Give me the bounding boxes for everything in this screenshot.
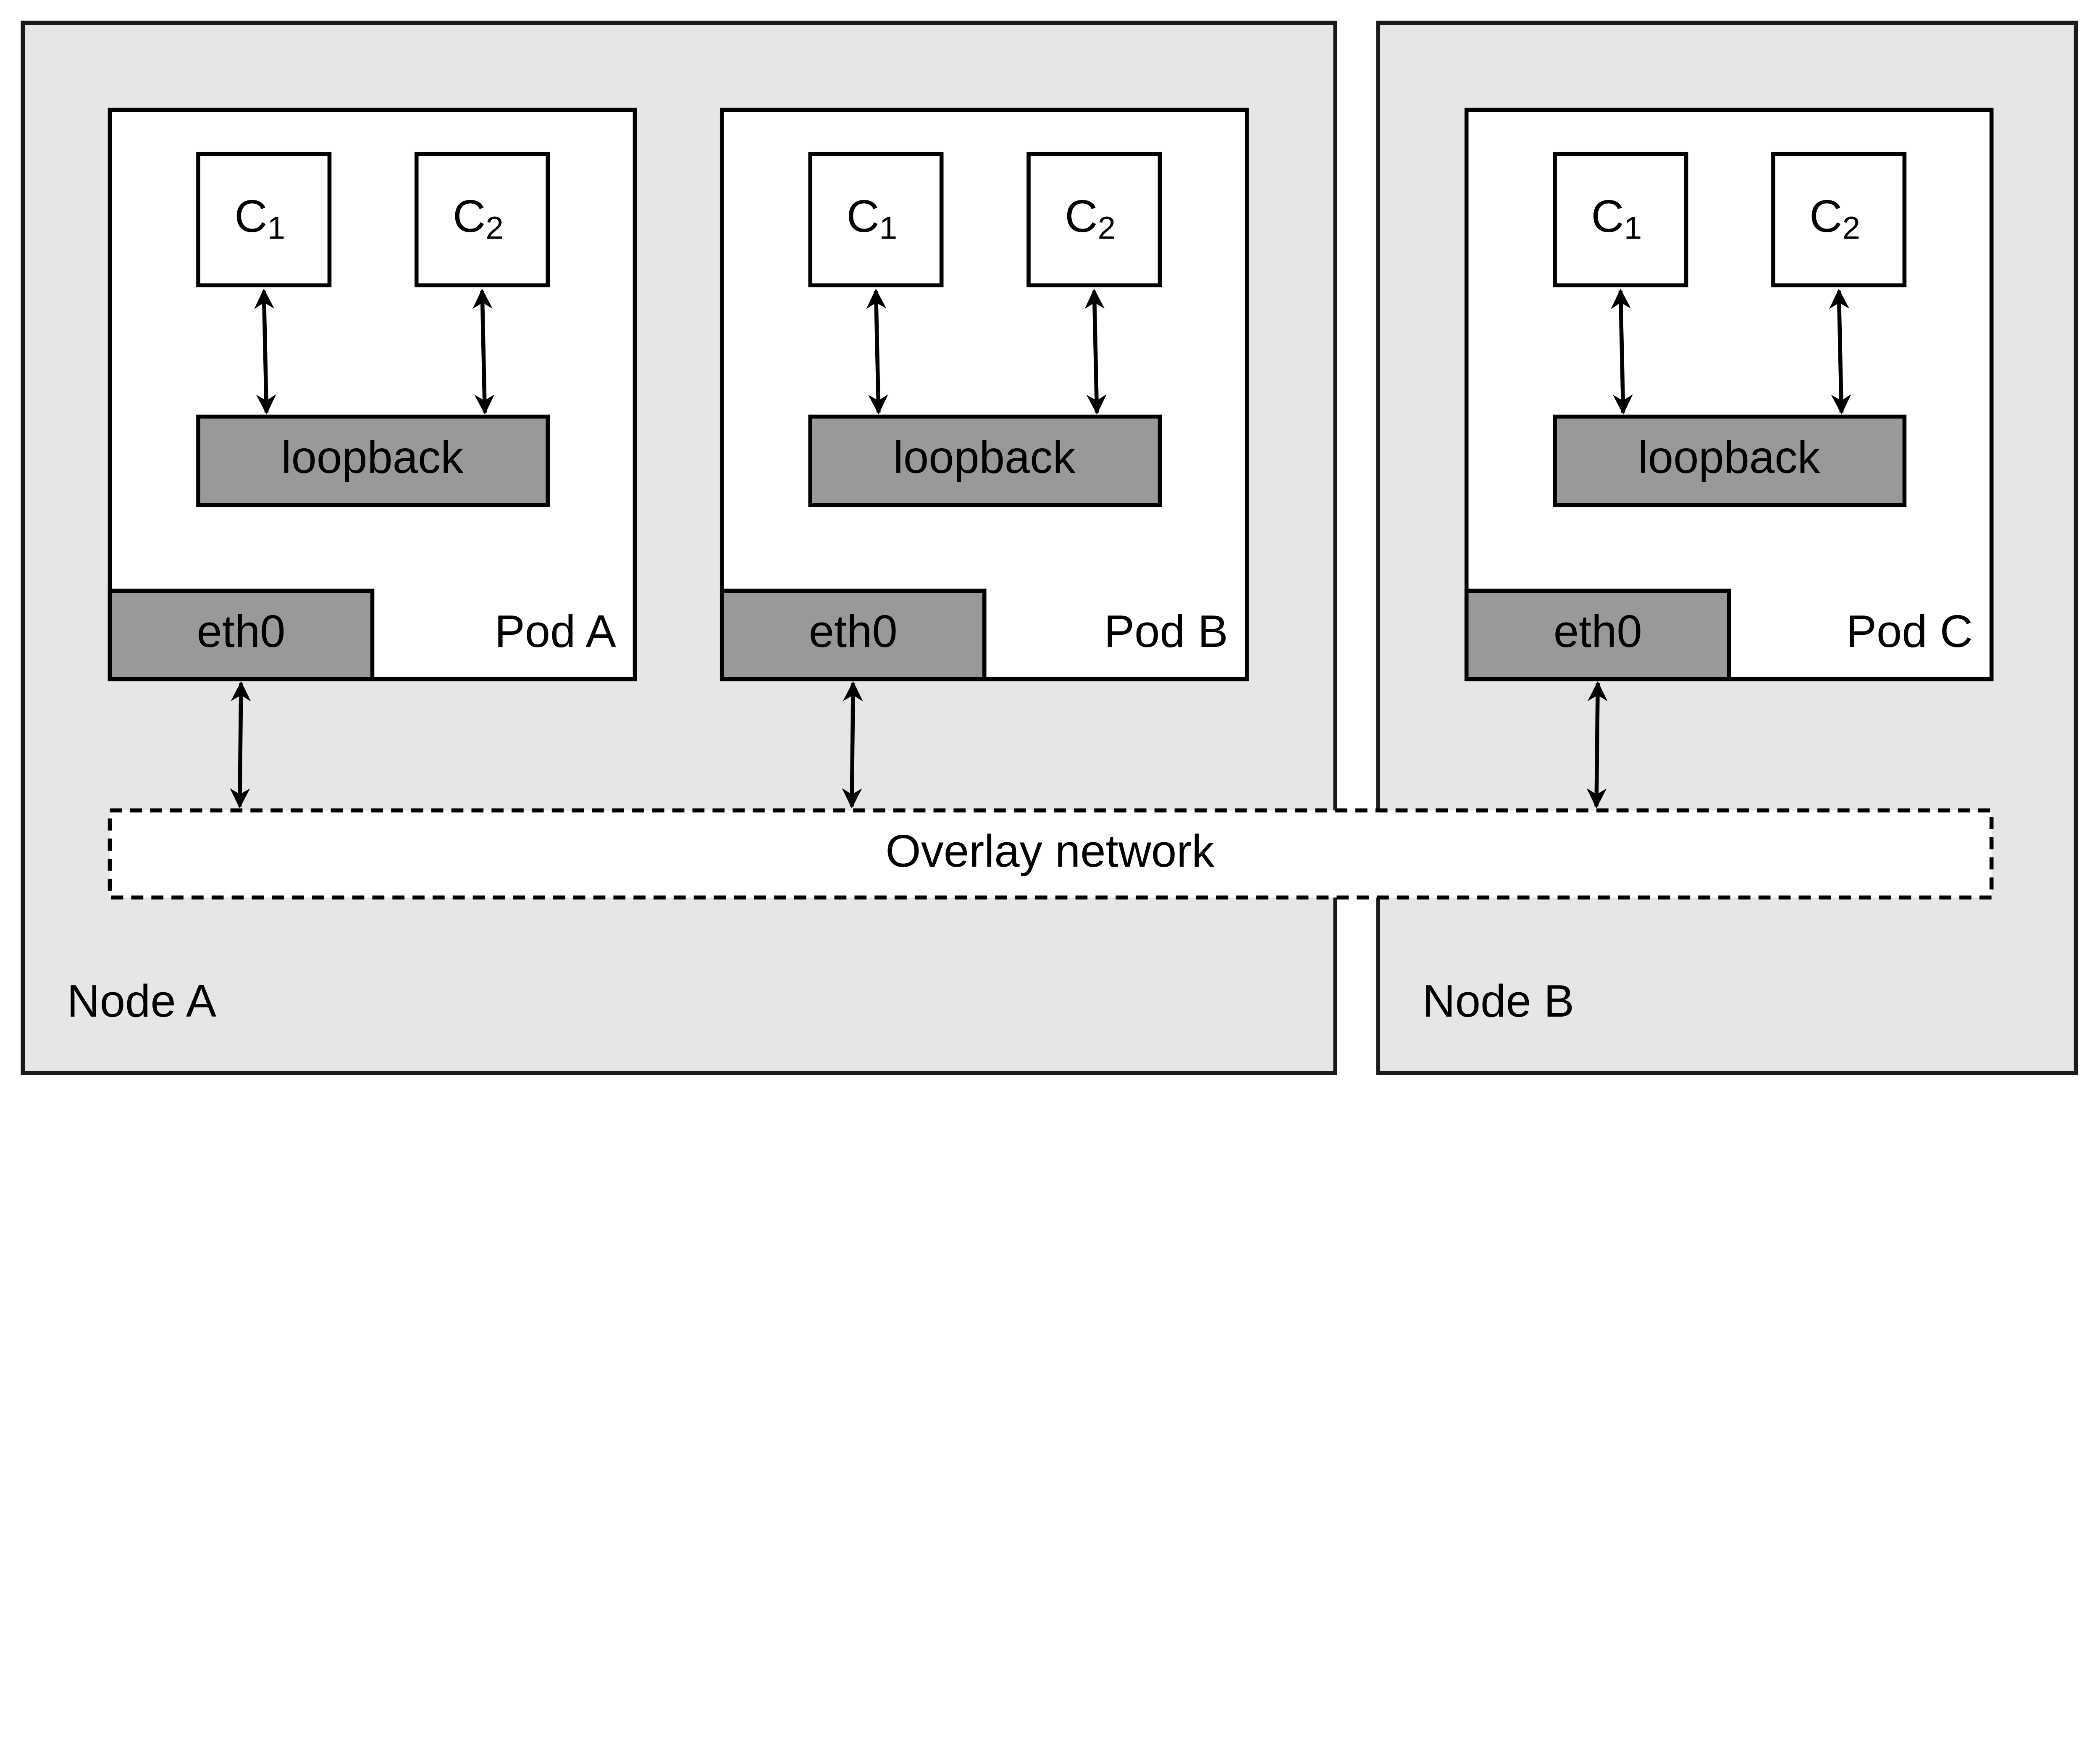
- eth0-overlay-arrow: [842, 681, 863, 809]
- pod-label: Pod A: [494, 606, 616, 657]
- node-label: Node B: [1422, 975, 1574, 1026]
- container-box: [1771, 152, 1907, 287]
- bidirectional-arrow: [1829, 289, 1851, 415]
- container-1: C1: [1553, 152, 1688, 287]
- container-box: [414, 152, 550, 287]
- node-label: Node A: [67, 975, 216, 1026]
- eth0-box: [108, 589, 375, 681]
- container-subscript: 2: [1098, 210, 1116, 246]
- eth0-overlay-arrow: [1586, 681, 1608, 809]
- container-subscript: 2: [1842, 210, 1860, 246]
- eth0-label: eth0: [1554, 606, 1642, 657]
- loopback-box: [1553, 414, 1907, 507]
- bidirectional-arrow: [1084, 289, 1107, 415]
- container-2: C2: [1026, 152, 1162, 287]
- container-2: C2: [414, 152, 550, 287]
- overlay-network-box: [108, 808, 1994, 900]
- loopback-label: loopback: [281, 432, 464, 483]
- eth0-overlay-arrow: [230, 681, 251, 809]
- container-1: C1: [196, 152, 332, 287]
- container-label: C1: [846, 191, 897, 246]
- loopback-label: loopback: [893, 432, 1076, 483]
- eth0-box: [1464, 589, 1731, 681]
- eth0-label: eth0: [197, 606, 285, 657]
- container-name: C: [234, 191, 267, 242]
- container-label: C2: [1065, 191, 1116, 246]
- pod-label: Pod B: [1104, 606, 1228, 657]
- loopback-label: loopback: [1638, 432, 1821, 483]
- container-name: C: [1065, 191, 1097, 242]
- container-label: C1: [234, 191, 285, 246]
- container-name: C: [1809, 191, 1842, 242]
- loopback-box: [196, 414, 550, 507]
- bidirectional-arrow: [254, 289, 276, 415]
- container-subscript: 1: [879, 210, 898, 246]
- container-name: C: [453, 191, 486, 242]
- container-box: [1026, 152, 1162, 287]
- container-subscript: 2: [486, 210, 504, 246]
- container-label: C1: [1591, 191, 1642, 246]
- container-name: C: [1591, 191, 1624, 242]
- container-box: [196, 152, 332, 287]
- eth0-label: eth0: [809, 606, 898, 657]
- container-name: C: [846, 191, 879, 242]
- eth0-box: [719, 589, 987, 681]
- container-box: [808, 152, 944, 287]
- container-subscript: 1: [1624, 210, 1642, 246]
- bidirectional-arrow: [472, 289, 495, 415]
- container-2: C2: [1771, 152, 1907, 287]
- container-subscript: 1: [267, 210, 285, 246]
- container-label: C2: [453, 191, 504, 246]
- container-box: [1553, 152, 1688, 287]
- bidirectional-arrow: [866, 289, 888, 415]
- pod-label: Pod C: [1846, 606, 1973, 657]
- loopback-box: [808, 414, 1162, 507]
- container-1: C1: [808, 152, 944, 287]
- bidirectional-arrow: [1611, 289, 1633, 415]
- container-label: C2: [1809, 191, 1860, 246]
- overlay-network-label: Overlay network: [885, 825, 1215, 876]
